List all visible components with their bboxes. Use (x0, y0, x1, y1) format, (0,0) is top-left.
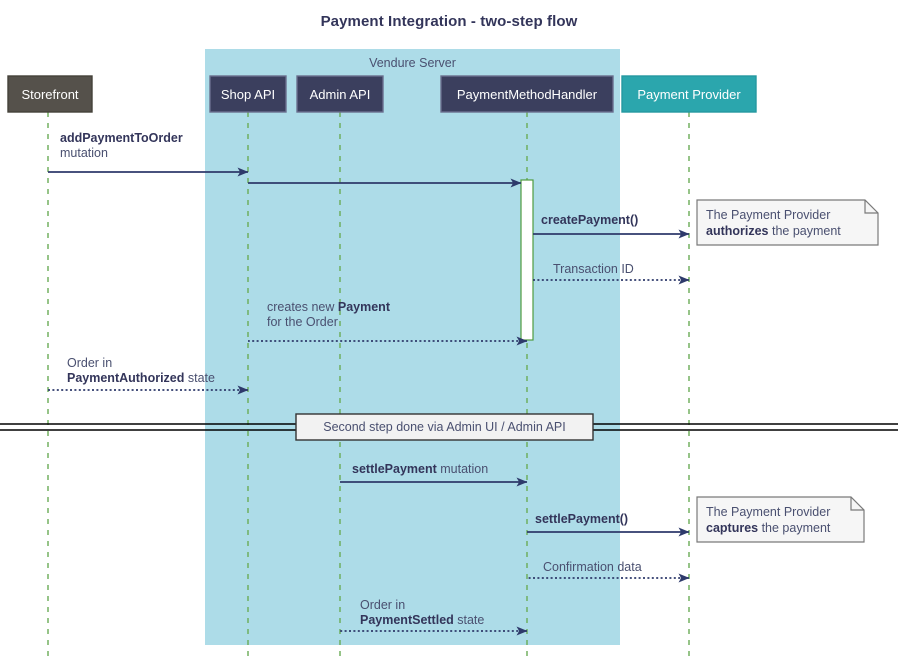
group-band-vendure-server (205, 49, 620, 645)
note-capture-body (696, 496, 865, 543)
participant-label-admin-api: Admin API (309, 87, 371, 102)
participant-box-payment-provider[interactable] (621, 75, 757, 113)
participant-box-admin-api[interactable] (296, 75, 384, 113)
participant-box-storefront[interactable] (7, 75, 93, 113)
message-label-m9: Confirmation data (543, 560, 642, 574)
participant-label-payment-provider: Payment Provider (637, 87, 741, 102)
participant-label-storefront: Storefront (21, 87, 79, 102)
participant-box-payment-method-handler[interactable] (440, 75, 614, 113)
note-authorize-body (696, 199, 879, 246)
message-label-m4: Transaction ID (553, 262, 634, 276)
participant-label-payment-method-handler: PaymentMethodHandler (456, 87, 598, 102)
message-label-m7: settlePayment mutation (352, 462, 489, 476)
activation-bar-payment-method-handler (520, 179, 534, 341)
note-authorize-fold (864, 200, 878, 214)
group-title-label: Vendure Server (369, 56, 456, 70)
participant-box-shop-api[interactable] (209, 75, 287, 113)
divider-label-text: Second step done via Admin UI / Admin AP… (323, 420, 566, 434)
diagram-title: Payment Integration - two-step flow (320, 13, 578, 30)
note-capture-fold (850, 497, 864, 511)
divider-label-box (295, 413, 594, 441)
participant-label-shop-api: Shop API (220, 87, 276, 102)
message-label-m8: settlePayment() (535, 512, 629, 526)
message-label-m3: createPayment() (541, 213, 639, 227)
